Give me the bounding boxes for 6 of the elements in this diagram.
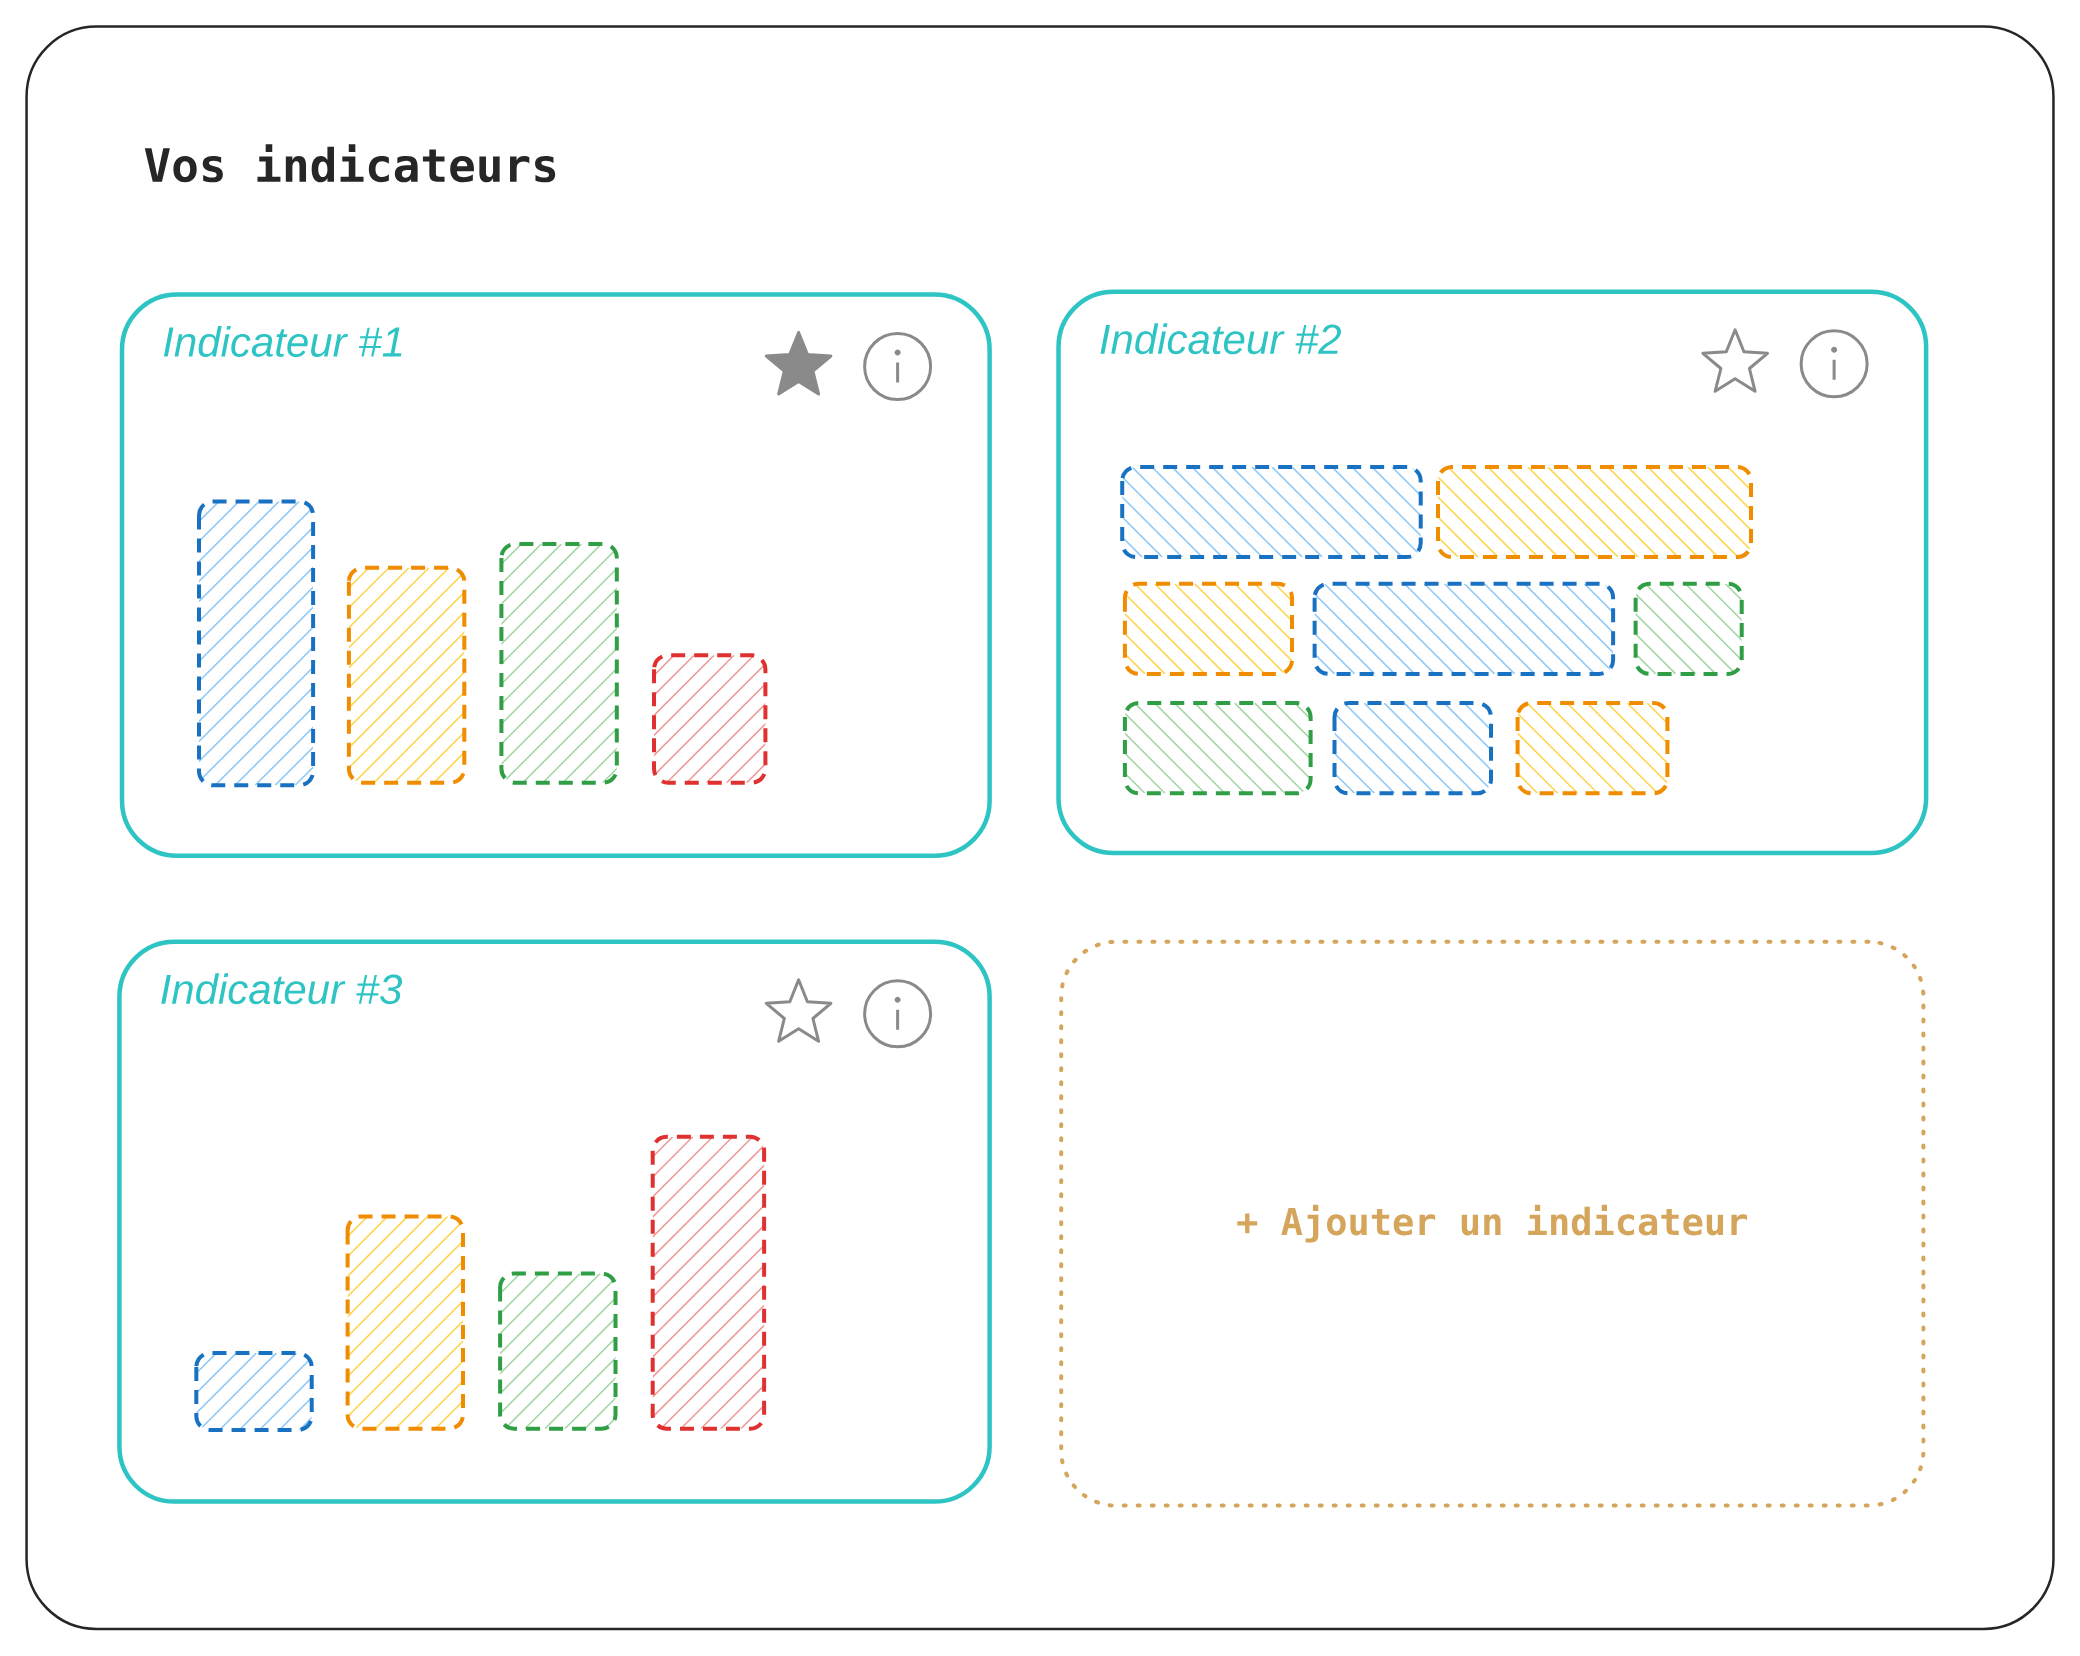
heading: Vos indicateurs — [144, 144, 556, 183]
page-frame — [25, 25, 2055, 1631]
indicator-card: Indicateur #3 — [117, 939, 992, 1504]
indicator-card: Indicateur #1 — [119, 292, 992, 858]
add-card: + Ajouter un indicateur — [1059, 939, 1926, 1508]
indicator-card: Indicateur #2 — [1056, 289, 1929, 856]
